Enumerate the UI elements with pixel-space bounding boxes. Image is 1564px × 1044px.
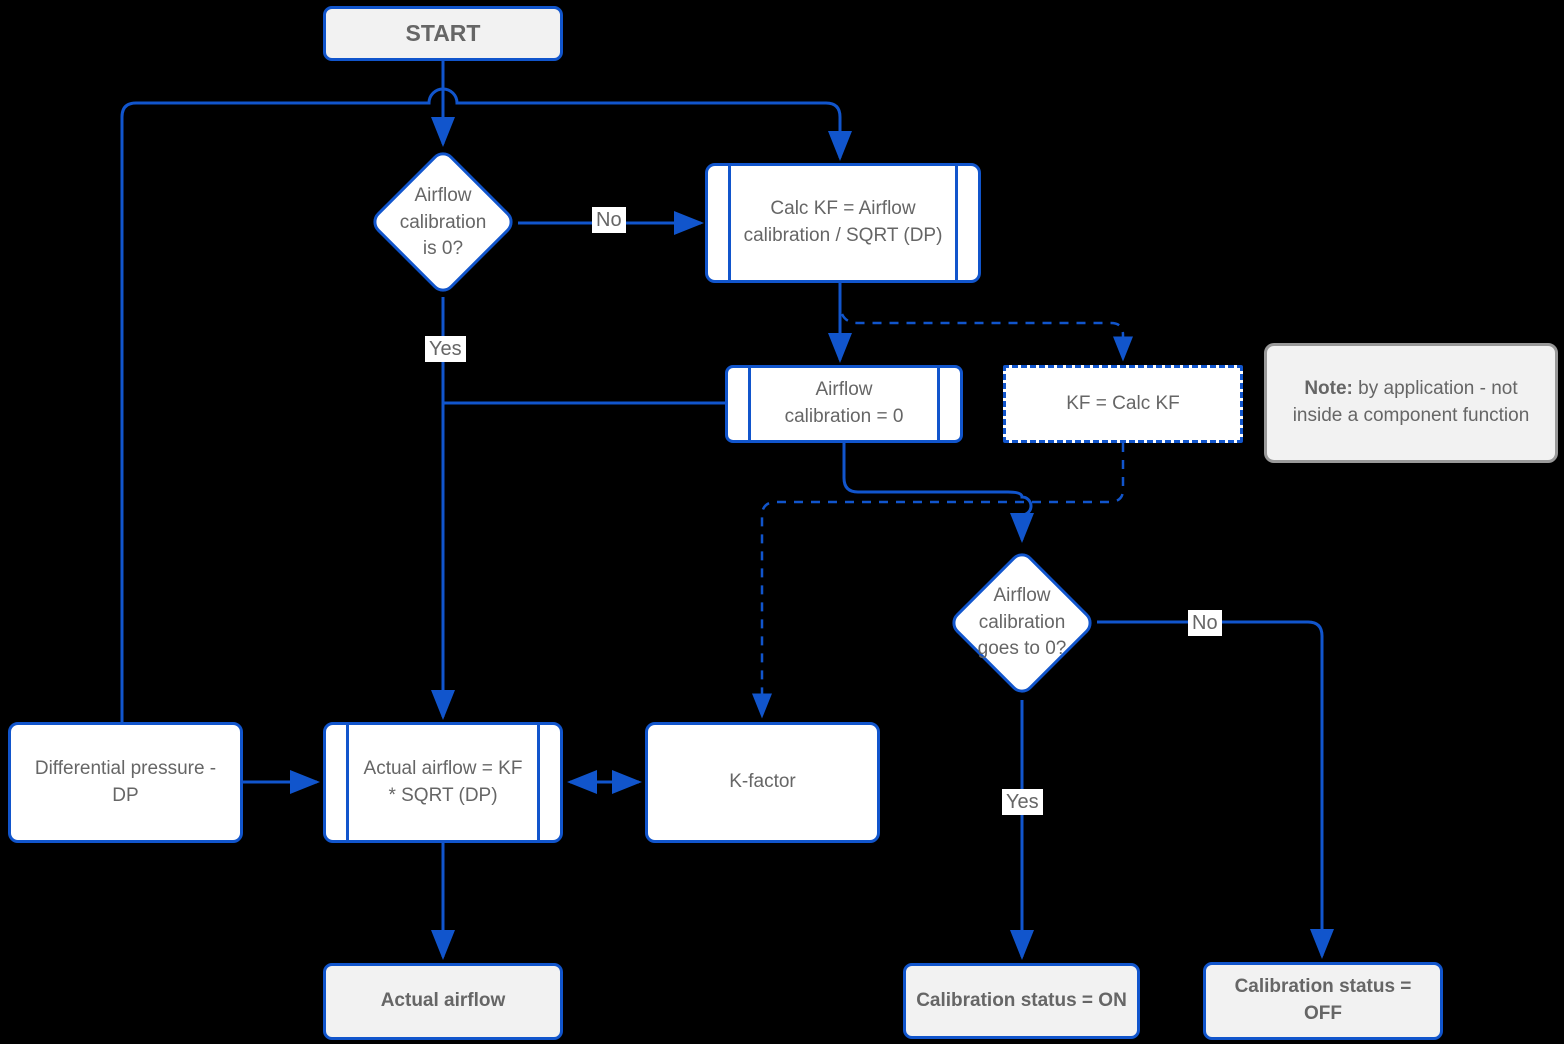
node-start: START [323,6,563,61]
node-diff-pressure: Differential pressure - DP [8,722,243,843]
node-calc-kf: Calc KF = Airflow calibration / SQRT (DP… [705,163,981,283]
node-kf-calc-kf: KF = Calc KF [1003,365,1243,443]
edge-dashed-to-kf-calc-kf [840,313,1133,362]
node-actual-airflow: Actual airflow [323,963,563,1040]
edge-decision2-no [1097,620,1334,959]
node-airflow-calibration-0-label: Airflow calibration = 0 [784,379,904,427]
node-actual-airflow-label: Actual airflow [380,990,506,1012]
edge-label-yes-1: Yes [425,336,466,362]
node-calibration-off: Calibration status = OFF [1203,962,1443,1040]
node-calibration-off-label: Calibration status = OFF [1234,976,1412,1024]
note-body: by application - not inside a component … [1292,378,1530,426]
node-airflow-calibration-0: Airflow calibration = 0 [725,365,963,443]
node-k-factor: K-factor [645,722,880,843]
node-calc-kf-label: Calc KF = Airflow calibration / SQRT (DP… [743,198,943,246]
edge-label-no-2: No [1188,610,1222,636]
node-start-label: START [405,20,481,47]
node-diff-pressure-label: Differential pressure - DP [34,757,217,806]
node-decision-goes-to-0-label: Airflow calibration goes to 0? [977,584,1067,660]
note-bold: Note: [1304,378,1353,400]
node-calibration-on-label: Calibration status = ON [916,989,1127,1011]
note-text: Note: by application - not inside a comp… [1287,376,1535,430]
node-k-factor-label: K-factor [729,771,796,793]
edge-label-yes-2: Yes [1002,789,1043,815]
edge-dashed-kf-to-kfactor [752,443,1125,719]
node-actual-airflow-eq-label: Actual airflow = KF * SQRT (DP) [363,757,523,806]
node-actual-airflow-eq: Actual airflow = KF * SQRT (DP) [323,722,563,843]
node-kf-calc-kf-label: KF = Calc KF [1066,392,1180,414]
edge-airflow-cal0-to-decision2 [842,443,1034,543]
edge-start-branch-loop [120,87,852,722]
node-calibration-on: Calibration status = ON [903,963,1140,1039]
note-box: Note: by application - not inside a comp… [1264,343,1558,463]
node-decision-airflow-is-0-label: Airflow calibration is 0? [399,184,487,260]
edge-label-no-1: No [592,207,626,233]
